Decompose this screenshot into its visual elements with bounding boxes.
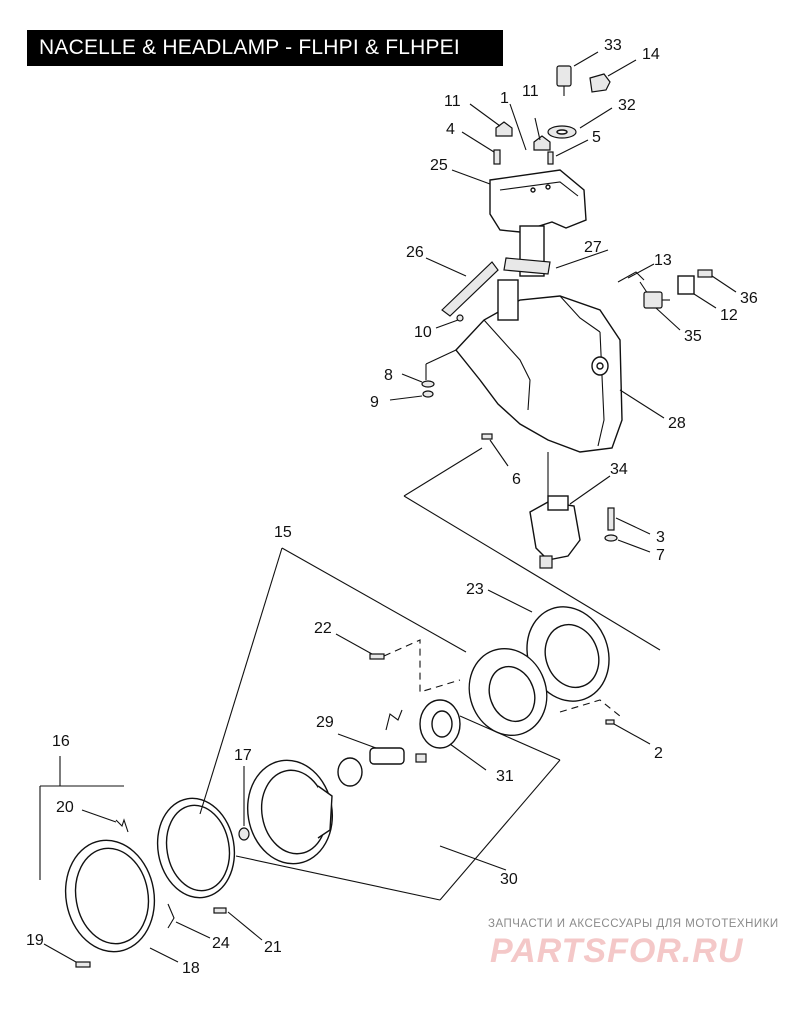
callout-13: 13 <box>654 252 672 269</box>
callout-25: 25 <box>430 157 448 174</box>
nacelle-body-28 <box>455 279 623 453</box>
callout-8: 8 <box>384 367 393 384</box>
reflector-housing <box>468 647 548 737</box>
callout-3: 3 <box>656 529 665 546</box>
callout-14: 14 <box>642 46 660 63</box>
connector <box>415 753 427 763</box>
watermark-subtitle: ЗАПЧАСТИ И АКСЕССУАРЫ ДЛЯ МОТОТЕХНИКИ <box>488 918 779 930</box>
screw-6 <box>481 433 493 440</box>
washer-8 <box>421 380 435 388</box>
callout-24: 24 <box>212 935 230 952</box>
upper-cover-25 <box>489 169 587 277</box>
callout-11: 11 <box>522 83 539 100</box>
nut-11-left <box>495 121 513 137</box>
callout-20: 20 <box>56 799 74 816</box>
callout-16: 16 <box>52 733 70 750</box>
screw-36 <box>697 269 713 278</box>
callout-30: 30 <box>500 871 518 888</box>
spring-24 <box>167 903 175 929</box>
sealed-beam-30 <box>246 759 334 865</box>
screw-21 <box>213 907 227 914</box>
callout-19: 19 <box>26 932 44 949</box>
fastener-10 <box>456 314 464 322</box>
nut-9 <box>422 390 434 398</box>
callout-33: 33 <box>604 37 622 54</box>
screw-22 <box>369 653 385 660</box>
bracket-34 <box>529 495 581 569</box>
diagram-title: NACELLE & HEADLAMP - FLHPI & FLHPEI <box>27 30 503 66</box>
spacer-17 <box>238 827 250 841</box>
bracket-33 <box>556 65 572 96</box>
clip-14 <box>589 73 611 93</box>
callout-32: 32 <box>618 97 636 114</box>
nut-11-right <box>533 135 551 151</box>
bolt-3 <box>607 507 615 531</box>
callout-1: 1 <box>500 90 509 107</box>
callout-36: 36 <box>740 290 758 307</box>
trim-26 <box>441 261 499 317</box>
callout-28: 28 <box>668 415 686 432</box>
washer-32 <box>547 125 577 139</box>
screw-4 <box>493 149 501 165</box>
leader-lines <box>39 51 737 963</box>
screw-19 <box>75 961 91 968</box>
callout-6: 6 <box>512 471 521 488</box>
callout-29: 29 <box>316 714 334 731</box>
callout-4: 4 <box>446 121 455 138</box>
screw-5 <box>547 151 554 165</box>
trim-27 <box>503 257 551 275</box>
callout-23: 23 <box>466 581 484 598</box>
screw-2 <box>605 719 615 725</box>
callout-11: 11 <box>444 93 461 110</box>
callout-34: 34 <box>610 461 628 478</box>
callout-21: 21 <box>264 939 282 956</box>
trim-13 <box>617 271 645 283</box>
callout-31: 31 <box>496 768 514 785</box>
housing-23 <box>526 606 610 702</box>
callout-22: 22 <box>314 620 332 637</box>
callout-15: 15 <box>274 524 292 541</box>
callout-10: 10 <box>414 324 432 341</box>
watermark-logo: PARTSFOR.RU <box>490 932 744 970</box>
trim-ring-18 <box>64 839 156 953</box>
retaining-ring <box>156 797 236 899</box>
callout-5: 5 <box>592 129 601 146</box>
callout-18: 18 <box>182 960 200 977</box>
plate-12 <box>677 275 695 295</box>
callout-17: 17 <box>234 747 252 764</box>
washer-7 <box>604 534 618 542</box>
switch-35 <box>643 291 670 309</box>
callout-35: 35 <box>684 328 702 345</box>
socket-31 <box>419 699 461 749</box>
callout-labels: 33 14 11 1 11 32 4 5 25 26 27 13 36 10 1… <box>26 37 758 977</box>
bulb-29 <box>337 709 405 787</box>
callout-2: 2 <box>654 745 663 762</box>
callout-9: 9 <box>370 394 379 411</box>
callout-26: 26 <box>406 244 424 261</box>
callout-7: 7 <box>656 547 665 564</box>
callout-12: 12 <box>720 307 738 324</box>
callout-27: 27 <box>584 239 602 256</box>
spring-20 <box>115 818 129 833</box>
